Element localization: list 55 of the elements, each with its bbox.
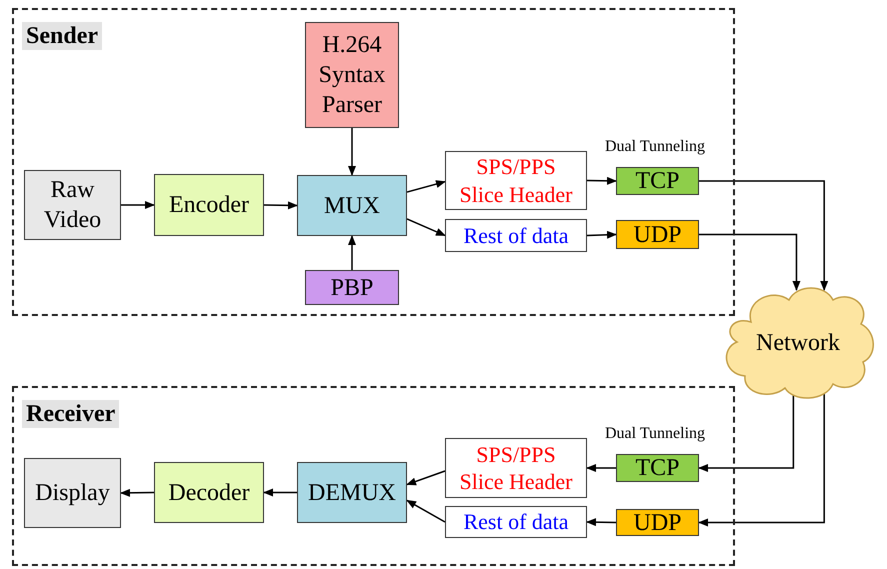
process-box <box>154 462 264 523</box>
node-label: MUX <box>324 192 380 220</box>
process-box <box>445 151 587 210</box>
parser-box <box>305 22 399 128</box>
arrow <box>586 176 617 185</box>
demux-box <box>297 462 407 523</box>
node-label: SPS/PPS Slice Header <box>458 153 574 208</box>
arrow <box>698 394 794 472</box>
arrow <box>263 488 297 496</box>
node-label: Network <box>756 330 840 356</box>
process-box <box>154 174 264 236</box>
node-label: SPS/PPS Slice Header <box>458 440 574 496</box>
node-label: TCP <box>635 167 680 196</box>
node-label: PBP <box>330 274 374 302</box>
arrow <box>698 394 825 526</box>
arrow <box>264 201 298 210</box>
node-label: TCP <box>635 454 680 483</box>
process-box <box>24 458 121 528</box>
tunnel-caption: Dual Tunneling <box>605 425 706 443</box>
group-heading: Sender <box>22 22 102 50</box>
process-box <box>445 438 587 498</box>
arrow <box>699 234 800 291</box>
group-frame <box>12 8 735 316</box>
arrow <box>586 518 616 526</box>
mux-box <box>297 175 407 236</box>
node-label: Rest of data <box>463 222 569 250</box>
arrow <box>120 488 154 497</box>
group-heading: Receiver <box>22 400 120 428</box>
udp-box <box>616 220 699 249</box>
arrow <box>406 218 446 236</box>
arrow <box>406 500 446 523</box>
arrow <box>406 180 446 193</box>
udp-box <box>616 509 699 536</box>
node-label: H.264 Syntax Parser <box>318 31 386 120</box>
node-label: Rest of data <box>463 508 569 536</box>
node-label: DEMUX <box>308 478 396 508</box>
arrow <box>406 470 446 486</box>
node-label: UDP <box>633 220 682 250</box>
arrow <box>586 230 617 239</box>
process-box <box>445 506 587 538</box>
arrow <box>348 128 356 176</box>
arrow <box>699 180 828 291</box>
arrow <box>121 201 155 209</box>
process-box <box>24 170 121 240</box>
node-label: Decoder <box>168 478 250 508</box>
node-label: Display <box>35 479 110 508</box>
group-frame <box>12 386 735 566</box>
process-box <box>445 219 587 252</box>
tunnel-caption: Dual Tunneling <box>605 138 706 156</box>
node-label: Encoder <box>169 191 249 220</box>
node-label: UDP <box>633 508 682 538</box>
node-label: Raw Video <box>42 176 102 235</box>
arrow <box>348 235 356 270</box>
process-box <box>305 270 399 305</box>
arrow <box>586 464 616 472</box>
